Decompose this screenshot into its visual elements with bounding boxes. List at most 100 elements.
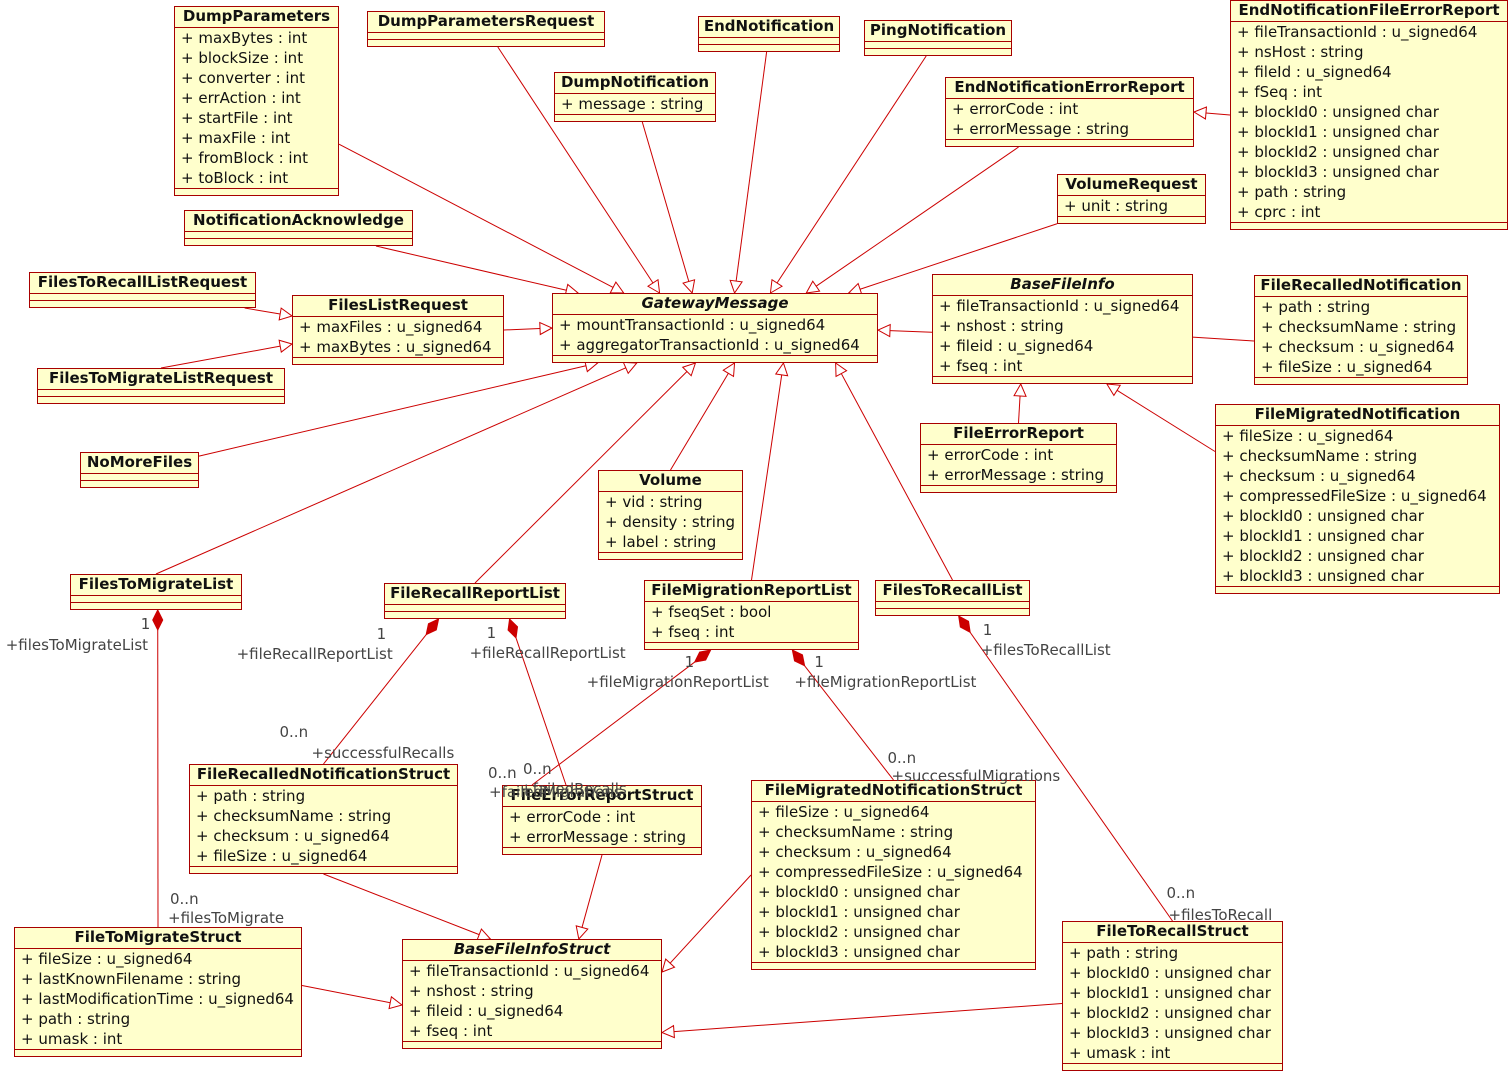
composition-line <box>531 661 695 786</box>
attribute: + blockId0 : unsigned char <box>758 883 960 901</box>
generalization-line <box>160 345 281 369</box>
multiplicity-label: 1 <box>684 653 695 671</box>
class-end-notification-error-report: EndNotificationErrorReport + errorCode : … <box>945 77 1194 147</box>
attribute: + blockId1 : unsigned char <box>758 903 960 921</box>
inheritance-arrowhead <box>622 361 638 375</box>
attribute: + path : string <box>196 787 306 805</box>
class-name: EndNotificationFileErrorReport <box>1238 1 1500 19</box>
attribute: + path : string <box>1237 183 1347 201</box>
multiplicity-label: 1 <box>486 624 497 642</box>
attribute-compartment: + message : string <box>555 93 715 114</box>
inheritance-arrowhead <box>660 1024 675 1039</box>
operation-compartment <box>1255 377 1467 384</box>
attribute: + fileSize : u_signed64 <box>21 950 193 968</box>
inheritance-arrowhead <box>539 321 554 336</box>
generalization-line <box>375 245 567 291</box>
generalization-line <box>670 373 729 471</box>
class-file-to-migrate-struct: FileToMigrateStruct + fileSize : u_signed… <box>14 927 302 1057</box>
class-name: FileRecalledNotificationStruct <box>196 765 451 783</box>
class-name: FileRecallReportList <box>390 584 560 602</box>
class-file-migrated-notification-struct: FileMigratedNotificationStruct + fileSize… <box>751 780 1036 970</box>
attribute-compartment: + unit : string <box>1058 195 1205 216</box>
class-name: FileRecalledNotification <box>1260 276 1462 294</box>
class-name: DumpParameters <box>182 7 331 25</box>
attribute: + errorMessage : string <box>927 466 1105 484</box>
attribute-compartment: + path : string+ checksumName : string+ … <box>1255 296 1467 377</box>
role-label: +fileMigrationReportList <box>586 673 769 691</box>
attribute: + path : string <box>21 1010 131 1028</box>
class-name: BaseFileInfoStruct <box>453 940 611 958</box>
inheritance-arrowhead <box>729 279 743 295</box>
role-label: +successfulMigrations <box>891 767 1061 785</box>
class-name: NotificationAcknowledge <box>193 211 404 229</box>
attribute: + path : string <box>1069 944 1179 962</box>
attribute: + errorMessage : string <box>952 120 1130 138</box>
attribute-compartment: + fileSize : u_signed64+ checksumName : … <box>1216 425 1499 586</box>
class-file-recalled-notification: FileRecalledNotification + path : string+… <box>1254 275 1468 385</box>
generalization-line <box>474 371 688 584</box>
attribute: + umask : int <box>1069 1044 1171 1062</box>
role-label: +fileRecallReportList <box>236 645 393 663</box>
attribute: + checksumName : string <box>758 823 954 841</box>
attribute-compartment: + fileTransactionId : u_signed64+ nshost… <box>933 295 1192 376</box>
inheritance-arrowhead <box>661 958 676 973</box>
attribute-compartment: + mountTransactionId : u_signed64+ aggre… <box>553 314 877 355</box>
attribute: + fseq : int <box>651 623 735 641</box>
generalization-line <box>840 373 953 581</box>
class-file-migrated-notification: FileMigratedNotification+ fileSize : u_s… <box>1215 404 1500 594</box>
class-end-notification: EndNotification <box>698 16 840 52</box>
class-file-migration-report-list: FileMigrationReportList+ fseqSet : bool+… <box>644 580 859 650</box>
generalization-line <box>301 985 391 1004</box>
attribute: + fileSize : u_signed64 <box>758 803 930 821</box>
attribute-compartment: + fileSize : u_signed64 + checksumName : … <box>752 801 1035 962</box>
class-name: FileErrorReportStruct <box>510 786 694 804</box>
attribute: + unit : string <box>1064 197 1169 215</box>
attribute: + nshost : string <box>939 317 1064 335</box>
inheritance-arrowhead <box>769 278 783 294</box>
generalization-line <box>198 365 587 457</box>
attribute-compartment: + maxFiles : u_signed64 + maxBytes : u_si… <box>293 316 503 357</box>
inheritance-arrowhead <box>1013 382 1027 397</box>
operation-compartment <box>503 847 701 854</box>
class-name: FileMigratedNotificationStruct <box>764 781 1023 799</box>
generalization-line <box>889 330 933 333</box>
generalization-line <box>323 873 480 936</box>
attribute: + blockId3 : unsigned char <box>1222 567 1424 585</box>
class-files-to-recall-list-request: FilesToRecallListRequest <box>29 272 256 308</box>
class-name: EndNotificationErrorReport <box>954 78 1185 96</box>
operation-compartment <box>555 114 715 121</box>
attribute: + maxFiles : u_signed64 <box>299 318 483 336</box>
composition-diamond <box>152 608 164 632</box>
class-name: Volume <box>639 471 702 489</box>
attribute: + checksum : u_signed64 <box>758 843 952 861</box>
attribute: + blockId0 : unsigned char <box>1222 507 1424 525</box>
attribute: + blockId2 : unsigned char <box>1237 143 1439 161</box>
operation-compartment <box>190 866 457 873</box>
generalization-line <box>338 143 614 288</box>
attribute-compartment: + vid : string+ density : string+ label … <box>599 491 742 552</box>
composition-line <box>804 665 894 781</box>
operation-compartment <box>933 376 1192 383</box>
attribute: + fileTransactionId : u_signed64 <box>409 962 650 980</box>
operation-compartment <box>1231 222 1507 229</box>
generalization-line <box>776 55 927 284</box>
role-label: +filesToMigrate <box>168 909 285 927</box>
class-files-to-migrate-list-request: FilesToMigrateListRequest <box>37 368 285 404</box>
attribute: + blockId2 : unsigned char <box>1069 1004 1271 1022</box>
attribute: + compressedFileSize : u_signed64 <box>758 863 1023 881</box>
class-name: FileToMigrateStruct <box>74 928 242 946</box>
class-dump-parameters: DumpParameters+ maxBytes : int+ blockSiz… <box>174 6 339 196</box>
generalization-line <box>641 121 690 282</box>
attribute: + errorCode : int <box>952 100 1079 118</box>
multiplicity-label: 1 <box>376 625 387 643</box>
inheritance-arrowhead <box>835 362 848 378</box>
inheritance-arrowhead <box>388 995 404 1010</box>
attribute-compartment: + path : string+ checksumName : string+ … <box>190 785 457 866</box>
class-gateway-message: GatewayMessage+ mountTransactionId : u_s… <box>552 293 878 363</box>
attribute: + maxBytes : u_signed64 <box>299 338 492 356</box>
class-base-file-info-struct: BaseFileInfoStruct + fileTransactionId : … <box>402 939 662 1049</box>
generalization-line <box>1116 389 1216 452</box>
operation-compartment <box>38 396 284 403</box>
operation-compartment <box>368 39 604 46</box>
